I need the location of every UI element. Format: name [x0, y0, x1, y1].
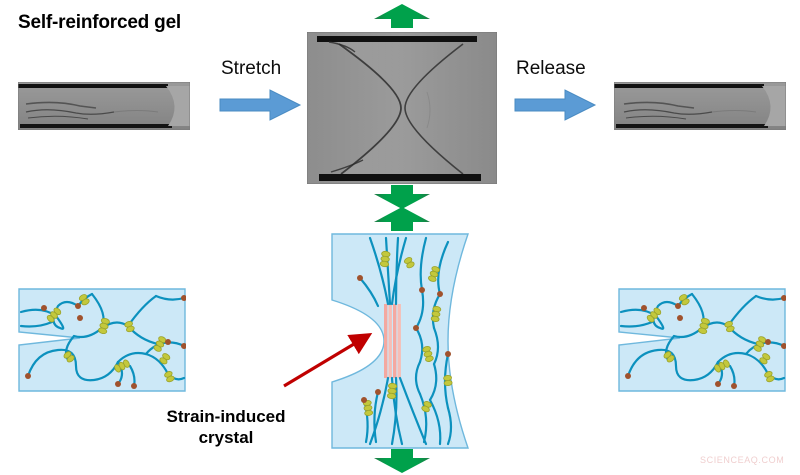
load-arrow-bottom-photo	[373, 184, 431, 210]
released-gel-photo-image	[614, 82, 786, 130]
released-network-image	[618, 288, 787, 392]
stretch-label: Stretch	[221, 58, 282, 79]
red-arrow-icon	[283, 333, 373, 388]
crystal-bundles	[362, 250, 453, 416]
relaxed-network-schematic	[18, 288, 187, 392]
relaxed-network-image	[18, 288, 187, 392]
strain-induced-crystal-label: Strain-induced crystal	[140, 406, 312, 448]
chain-endpoints	[625, 295, 787, 389]
load-arrow-bottom-schematic	[373, 448, 431, 474]
stretched-network-schematic	[330, 232, 470, 450]
stretched-gel-photo-image	[307, 32, 497, 184]
chain-endpoints	[357, 275, 451, 403]
release-label: Release	[516, 58, 586, 79]
crystal-bundles	[46, 294, 175, 383]
arrow-down-icon	[374, 185, 430, 209]
relaxed-gel-photo	[18, 82, 190, 130]
stretch-arrow	[218, 88, 302, 122]
page-title: Self-reinforced gel	[18, 12, 182, 33]
crystal-label-line2: crystal	[198, 428, 254, 447]
stretched-gel-photo	[307, 32, 497, 184]
arrow-up-icon	[374, 207, 430, 231]
released-gel-photo	[614, 82, 786, 130]
strain-induced-crystal-stripes	[384, 304, 401, 378]
load-arrow-top-photo	[373, 3, 431, 29]
arrow-down-icon	[374, 449, 430, 473]
load-arrow-top-schematic	[373, 206, 431, 232]
arrow-up-icon	[374, 4, 430, 28]
release-arrow-icon	[514, 89, 597, 121]
chain-endpoints	[25, 295, 187, 389]
relaxed-gel-photo-image	[18, 82, 190, 130]
crystal-bundles	[646, 294, 775, 383]
gel-block	[18, 288, 186, 392]
released-network-schematic	[618, 288, 787, 392]
watermark: SCIENCEAQ.COM	[700, 455, 785, 465]
crystal-pointer	[280, 330, 376, 395]
release-arrow	[513, 88, 597, 122]
stretched-network-image	[331, 233, 469, 449]
crystal-label-line1: Strain-induced	[166, 407, 286, 426]
gel-block	[618, 288, 786, 392]
stretch-arrow-icon	[219, 89, 302, 121]
